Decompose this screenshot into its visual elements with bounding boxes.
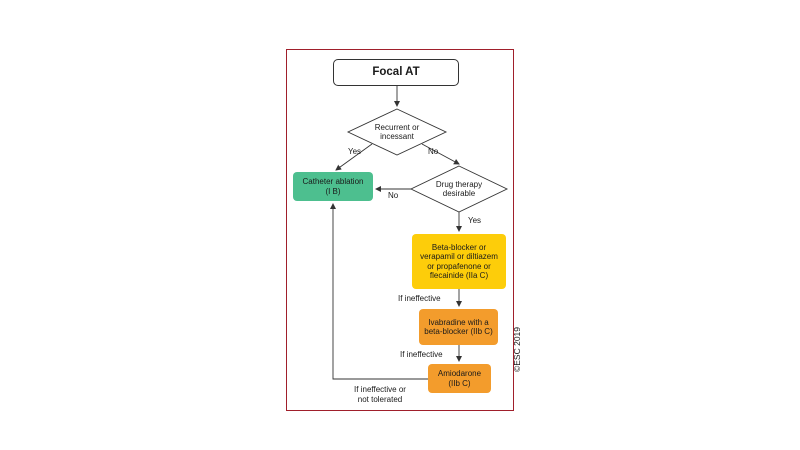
focal-at-title-box: Focal AT (333, 59, 459, 86)
yes-label-left: Yes (348, 147, 362, 156)
recurrent-decision-diamond (346, 108, 448, 156)
if-ineffective-label-2: If ineffective (400, 350, 443, 359)
arrow-yes-to-catheter (335, 143, 373, 171)
beta-blocker-box: Beta-blocker or verapamil or diltiazem o… (412, 234, 506, 289)
recurrent-decision-text: Recurrent or incessant (374, 122, 420, 142)
no-label-right: No (428, 147, 439, 156)
if-ineffective-not-tolerated-label: If ineffective or not tolerated (354, 385, 406, 404)
arrow-amiodarone-to-catheter (330, 203, 428, 380)
copyright-text: ©ESC 2019 (512, 326, 522, 372)
amiodarone-box: Amiodarone (IIb C) (428, 364, 491, 393)
drug-therapy-decision-text: Drug therapy desirable (435, 179, 483, 199)
diagram-frame (286, 49, 514, 411)
arrow-no-to-drug-therapy (421, 143, 460, 165)
amiodarone-text: Amiodarone (IIb C) (437, 369, 482, 388)
ivabradine-box: Ivabradine with a beta-blocker (IIb C) (419, 309, 498, 345)
if-ineffective-label-1: If ineffective (398, 294, 441, 303)
beta-blocker-text: Beta-blocker or verapamil or diltiazem o… (420, 242, 498, 281)
ivabradine-text: Ivabradine with a beta-blocker (IIb C) (424, 317, 493, 337)
catheter-ablation-text: Catheter ablation (I B) (302, 177, 364, 196)
catheter-ablation-box: Catheter ablation (I B) (293, 172, 373, 201)
yes-label-down: Yes (468, 216, 482, 225)
no-label-left: No (388, 191, 399, 200)
